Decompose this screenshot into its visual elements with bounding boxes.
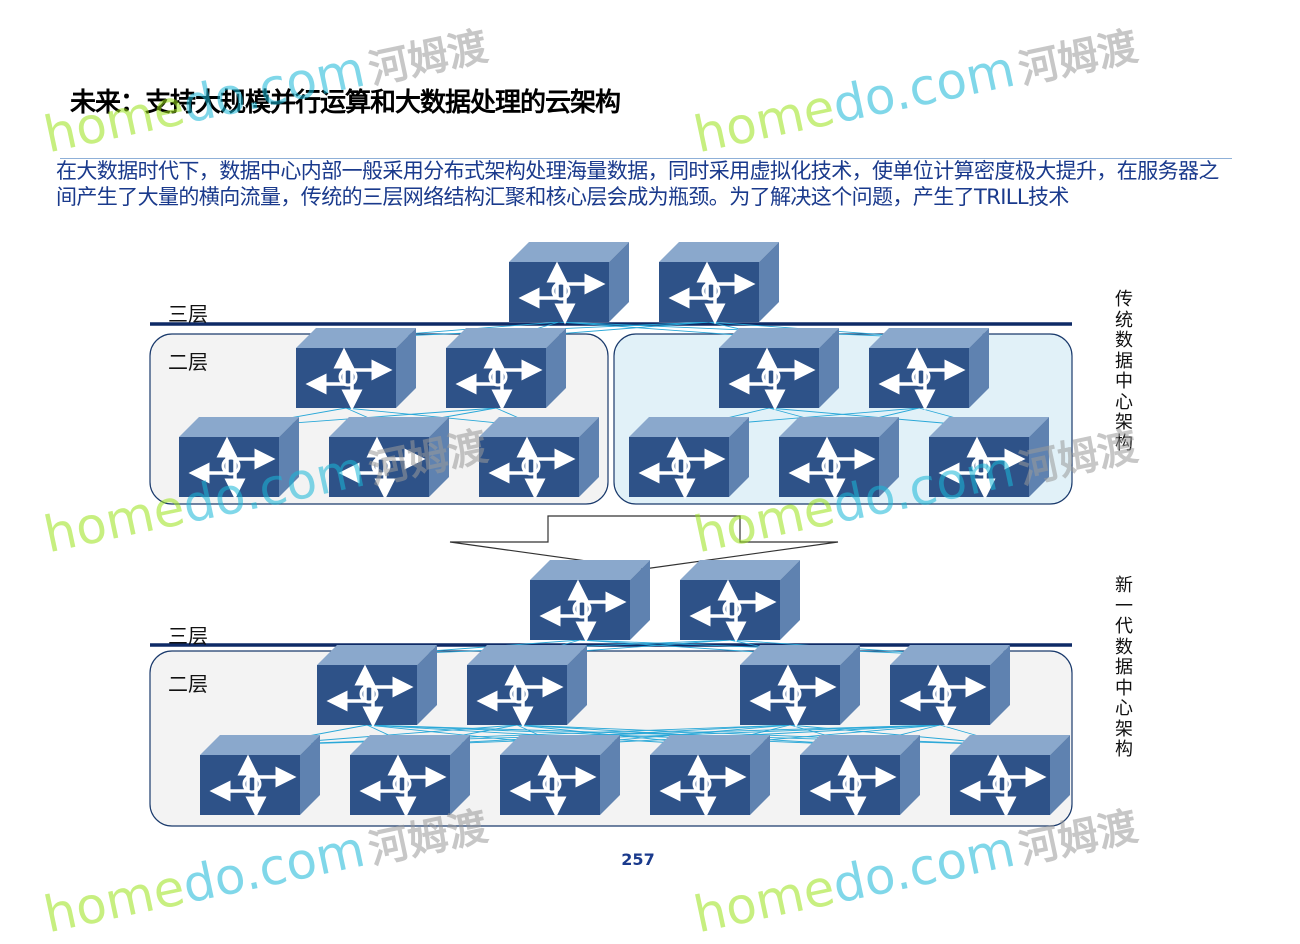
- new-gen-access-switch-icon: [950, 735, 1070, 818]
- new-gen-layer3-label: 三层: [168, 624, 208, 648]
- new-gen-access-switch-icon: [350, 735, 470, 818]
- traditional-aggregation-switch-icon: [296, 328, 416, 411]
- traditional-access-switch-icon: [179, 417, 299, 500]
- traditional-access-switch-icon: [629, 417, 749, 500]
- new-gen-access-switch-icon: [200, 735, 320, 818]
- new-gen-side-label: 新一代数据中心架构: [1115, 575, 1133, 760]
- traditional-access-switch-icon: [929, 417, 1049, 500]
- traditional-side-label: 传统数据中心架构: [1115, 289, 1133, 454]
- page-number: 257: [621, 850, 655, 869]
- traditional-aggregation-switch-icon: [869, 328, 989, 411]
- traditional-core-switch-icon: [659, 242, 779, 325]
- new-gen-access-switch-icon: [650, 735, 770, 818]
- traditional-access-switch-icon: [329, 417, 449, 500]
- traditional-access-switch-icon: [479, 417, 599, 500]
- transition-arrow: [449, 515, 839, 570]
- new-gen-core-switch-icon: [530, 560, 650, 643]
- new-gen-aggregation-switch-icon: [317, 645, 437, 728]
- traditional-access-switch-icon: [779, 417, 899, 500]
- new-gen-access-switch-icon: [800, 735, 920, 818]
- new-gen-core-switch-icon: [680, 560, 800, 643]
- new-gen-aggregation-switch-icon: [890, 645, 1010, 728]
- traditional-layer2-label: 二层: [168, 350, 208, 374]
- traditional-core-switch-icon: [509, 242, 629, 325]
- traditional-aggregation-switch-icon: [446, 328, 566, 411]
- title-divider: [60, 158, 1232, 159]
- slide-description: 在大数据时代下，数据中心内部一般采用分布式架构处理海量数据，同时采用虚拟化技术，…: [56, 159, 1219, 209]
- network-diagram: [149, 242, 1073, 827]
- new-gen-aggregation-switch-icon: [740, 645, 860, 728]
- slide-title: 未来：支持大规模并行运算和大数据处理的云架构: [70, 88, 621, 118]
- new-gen-access-switch-icon: [500, 735, 620, 818]
- traditional-layer3-label: 三层: [168, 302, 208, 326]
- traditional-aggregation-switch-icon: [719, 328, 839, 411]
- new-gen-layer2-label: 二层: [168, 672, 208, 696]
- new-gen-aggregation-switch-icon: [467, 645, 587, 728]
